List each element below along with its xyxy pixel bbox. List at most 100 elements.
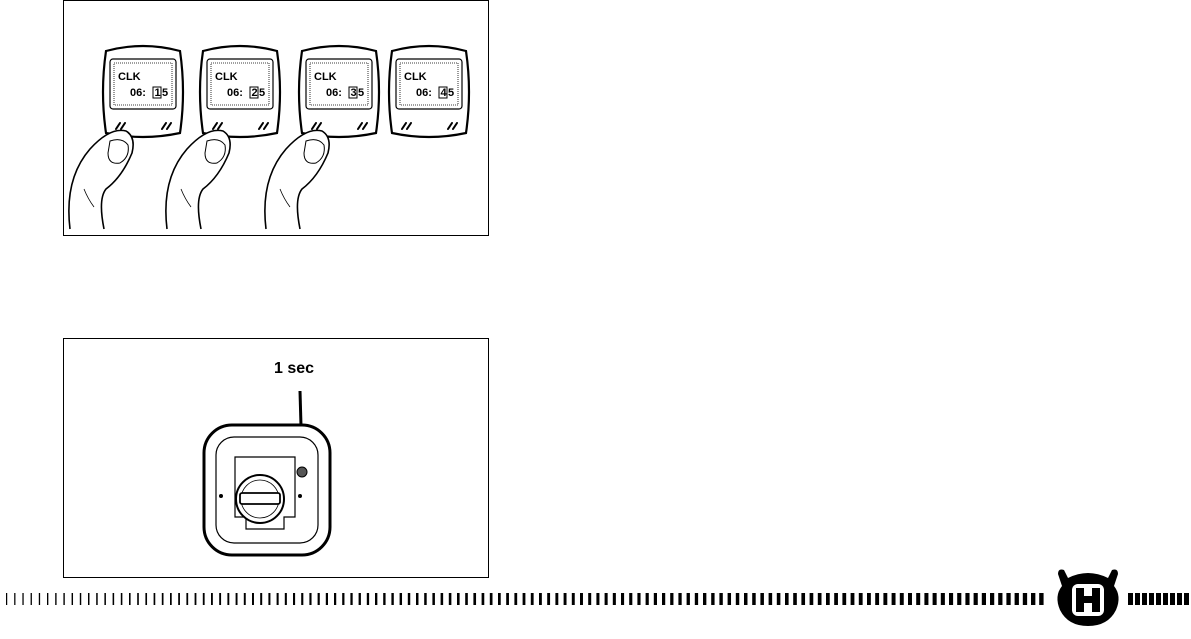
ruler-tick: [227, 593, 229, 605]
ruler-tick: [408, 593, 410, 605]
lcd-edit-digit: 2: [252, 87, 258, 99]
ruler-tick: [236, 593, 238, 605]
ruler-tick: [842, 593, 846, 605]
ruler-tick: [539, 593, 542, 605]
ruler-tick: [941, 593, 945, 605]
ruler-tick: [908, 593, 912, 605]
ruler-tick: [457, 593, 460, 605]
lcd-time-suffix: 5: [162, 87, 168, 99]
ruler-tick: [334, 593, 336, 605]
ruler-tick: [465, 593, 468, 605]
ruler-tick: [867, 593, 871, 605]
duration-callout: 1 sec: [274, 360, 314, 377]
ruler-tick: [367, 593, 369, 605]
ruler-tick: [760, 593, 764, 605]
lcd-mode-label: CLK: [314, 71, 337, 83]
ruler-tick: [1135, 593, 1140, 605]
ruler-tick: [285, 593, 287, 605]
ruler-tick: [957, 593, 961, 605]
battery-cap-slot: [240, 493, 280, 504]
ruler-tick: [654, 593, 657, 605]
ruler-tick: [96, 593, 97, 605]
ruler-tick: [695, 593, 698, 605]
ruler-tick: [1170, 593, 1175, 605]
husqvarna-logo-icon: [1050, 566, 1126, 630]
ruler-tick: [998, 593, 1002, 605]
ruler-tick: [195, 593, 197, 605]
ruler-tick: [1142, 593, 1147, 605]
pressing-finger-icon: [69, 130, 133, 229]
ruler-tick: [244, 593, 246, 605]
ruler-tick: [186, 593, 188, 605]
ruler-tick: [1039, 593, 1043, 605]
ruler-tick: [744, 593, 747, 605]
ruler-tick: [309, 593, 311, 605]
ruler-tick: [974, 593, 978, 605]
ruler-tick: [605, 593, 608, 605]
ruler-tick: [719, 593, 722, 605]
ruler-tick: [391, 593, 393, 605]
ruler-tick: [646, 593, 649, 605]
ruler-tick: [588, 593, 591, 605]
ruler-tick: [219, 593, 221, 605]
ruler-tick: [318, 593, 320, 605]
lcd-time-prefix: 06:: [227, 87, 243, 99]
ruler-tick: [769, 593, 773, 605]
ruler-tick: [260, 593, 262, 605]
ruler-tick: [113, 593, 115, 605]
ruler-tick: [211, 593, 213, 605]
ruler-tick: [752, 593, 756, 605]
lcd-mode-label: CLK: [215, 71, 238, 83]
ruler-tick: [441, 593, 444, 605]
ruler-tick: [268, 593, 270, 605]
ruler-tick: [662, 593, 665, 605]
ruler-tick: [432, 593, 435, 605]
ruler-tick: [1156, 593, 1161, 605]
ruler-tick: [252, 593, 254, 605]
ruler-tick: [621, 593, 624, 605]
ruler-tick: [154, 593, 156, 605]
ruler-tick: [728, 593, 731, 605]
page-ruler: [0, 590, 1191, 620]
ruler-tick: [424, 593, 426, 605]
ruler-tick: [801, 593, 805, 605]
ruler-tick: [1163, 593, 1168, 605]
ruler-tick: [564, 593, 567, 605]
ruler-tick: [293, 593, 295, 605]
lcd-mode-label: CLK: [118, 71, 141, 83]
reset-button-figure: 1 sec: [63, 338, 489, 578]
ruler-tick: [1015, 593, 1019, 605]
ruler-tick: [637, 593, 640, 605]
ruler-tick: [613, 593, 616, 605]
ruler-tick: [875, 593, 879, 605]
ruler-tick: [39, 593, 40, 605]
clock-display: CLK06:45: [389, 46, 469, 137]
ruler-tick: [383, 593, 385, 605]
ruler-tick: [170, 593, 172, 605]
ruler-tick: [965, 593, 969, 605]
ruler-tick: [1031, 593, 1035, 605]
ruler-tick: [72, 593, 73, 605]
ruler-tick: [547, 593, 550, 605]
lcd-time-suffix: 5: [358, 87, 364, 99]
pressing-finger-icon: [265, 130, 329, 229]
ruler-tick: [514, 593, 517, 605]
ruler-tick: [490, 593, 493, 605]
ruler-tick: [1184, 593, 1189, 605]
clock-setting-figure: CLK06:15CLK06:25CLK06:35CLK06:45: [63, 0, 489, 236]
ruler-tick: [1006, 593, 1010, 605]
ruler-tick: [145, 593, 147, 605]
ruler-tick: [301, 593, 303, 605]
ruler-tick: [400, 593, 402, 605]
ruler-tick: [670, 593, 673, 605]
ruler-tick: [924, 593, 928, 605]
ruler-tick: [63, 593, 64, 605]
ruler-tick: [506, 593, 509, 605]
ruler-tick: [121, 593, 123, 605]
ruler-tick: [1177, 593, 1182, 605]
lcd-time-prefix: 06:: [130, 87, 146, 99]
ruler-tick: [498, 593, 501, 605]
ruler-tick: [342, 593, 344, 605]
ruler-tick: [851, 593, 855, 605]
ruler-tick: [949, 593, 953, 605]
